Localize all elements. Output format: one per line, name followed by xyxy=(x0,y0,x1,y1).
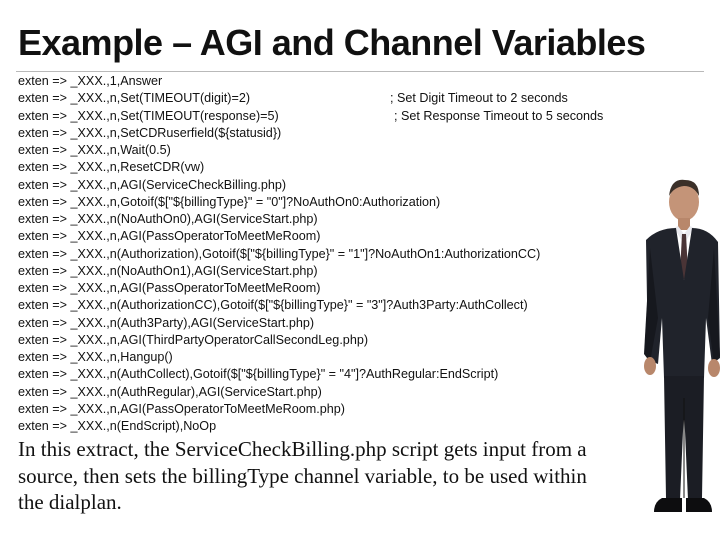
code-line: exten => _XXX.,n,SetCDRuserfield(${statu… xyxy=(18,125,658,142)
code-line: exten => _XXX.,n,AGI(ThirdPartyOperatorC… xyxy=(18,332,658,349)
code-text: exten => _XXX.,n(AuthCollect),Gotoif($["… xyxy=(18,367,499,382)
code-text: exten => _XXX.,n,Set(TIMEOUT(digit)=2) xyxy=(18,91,251,106)
code-text: exten => _XXX.,n,Wait(0.5) xyxy=(18,143,171,157)
code-comment: ; Set Response Timeout to 5 seconds xyxy=(394,108,604,123)
code-line: exten => _XXX.,n,AGI(PassOperatorToMeetM… xyxy=(18,228,658,245)
code-line: exten => _XXX.,n(AuthCollect),Gotoif($["… xyxy=(18,366,658,383)
code-line: exten => _XXX.,n(AuthRegular),AGI(Servic… xyxy=(18,384,658,401)
code-text: exten => _XXX.,n,AGI(ServiceCheckBilling… xyxy=(18,177,287,192)
code-text: exten => _XXX.,1,Answer xyxy=(18,74,163,88)
code-text: exten => _XXX.,n(NoAuthOn1),AGI(ServiceS… xyxy=(18,263,318,278)
code-comment: ; Set Digit Timeout to 2 seconds xyxy=(390,91,568,106)
explanation-paragraph: In this extract, the ServiceCheckBilling… xyxy=(18,437,587,514)
code-text: exten => _XXX.,n(AuthorizationCC),Gotoif… xyxy=(18,298,528,313)
code-text: exten => _XXX.,n,Gotoif($["${billingType… xyxy=(18,194,441,209)
code-text: exten => _XXX.,n,Set(TIMEOUT(response)=5… xyxy=(18,108,279,123)
code-text: exten => _XXX.,n,AGI(PassOperatorToMeetM… xyxy=(18,281,321,295)
code-line: exten => _XXX.,n,Hangup() xyxy=(18,349,658,366)
code-line: exten => _XXX.,n,ResetCDR(vw) xyxy=(18,159,658,176)
code-line: exten => _XXX.,n(NoAuthOn0),AGI(ServiceS… xyxy=(18,211,658,228)
code-text: exten => _XXX.,n,Hangup() xyxy=(18,350,173,364)
code-line: exten => _XXX.,n(AuthorizationCC),Gotoif… xyxy=(18,297,658,314)
code-text: exten => _XXX.,n,AGI(PassOperatorToMeetM… xyxy=(18,229,321,244)
code-line: exten => _XXX.,n,Set(TIMEOUT(digit)=2) ; … xyxy=(18,90,658,107)
code-line: exten => _XXX.,n,AGI(ServiceCheckBilling… xyxy=(18,177,658,194)
code-text: exten => _XXX.,n,AGI(PassOperatorToMeetM… xyxy=(18,401,345,416)
code-text: exten => _XXX.,n(EndScript),NoOp xyxy=(18,419,217,433)
code-line: exten => _XXX.,n(NoAuthOn1),AGI(ServiceS… xyxy=(18,263,658,280)
code-text: exten => _XXX.,n(NoAuthOn0),AGI(ServiceS… xyxy=(18,212,318,226)
code-text: exten => _XXX.,n(Auth3Party),AGI(Service… xyxy=(18,315,315,330)
code-line: exten => _XXX.,n,Wait(0.5) xyxy=(18,142,658,159)
code-line: exten => _XXX.,n(EndScript),NoOp xyxy=(18,418,658,435)
code-text: exten => _XXX.,n(AuthRegular),AGI(Servic… xyxy=(18,384,322,399)
code-line: exten => _XXX.,n,Set(TIMEOUT(response)=5… xyxy=(18,108,658,125)
code-line: exten => _XXX.,n,AGI(PassOperatorToMeetM… xyxy=(18,401,658,418)
code-line: exten => _XXX.,n,Gotoif($["${billingType… xyxy=(18,194,658,211)
code-text: exten => _XXX.,n(Authorization),Gotoif($… xyxy=(18,246,541,261)
code-line: exten => _XXX.,n,AGI(PassOperatorToMeetM… xyxy=(18,280,658,297)
code-text: exten => _XXX.,n,SetCDRuserfield(${statu… xyxy=(18,125,282,140)
slide-title: Example – AGI and Channel Variables xyxy=(18,22,646,63)
code-text: exten => _XXX.,n,AGI(ThirdPartyOperatorC… xyxy=(18,332,369,347)
code-text: exten => _XXX.,n,ResetCDR(vw) xyxy=(18,160,205,175)
code-line: exten => _XXX.,n(Auth3Party),AGI(Service… xyxy=(18,315,658,332)
code-line: exten => _XXX.,1,Answer xyxy=(18,73,658,90)
businessman-illustration xyxy=(644,179,720,512)
code-line: exten => _XXX.,n(Authorization),Gotoif($… xyxy=(18,246,658,263)
title-divider xyxy=(16,71,704,72)
